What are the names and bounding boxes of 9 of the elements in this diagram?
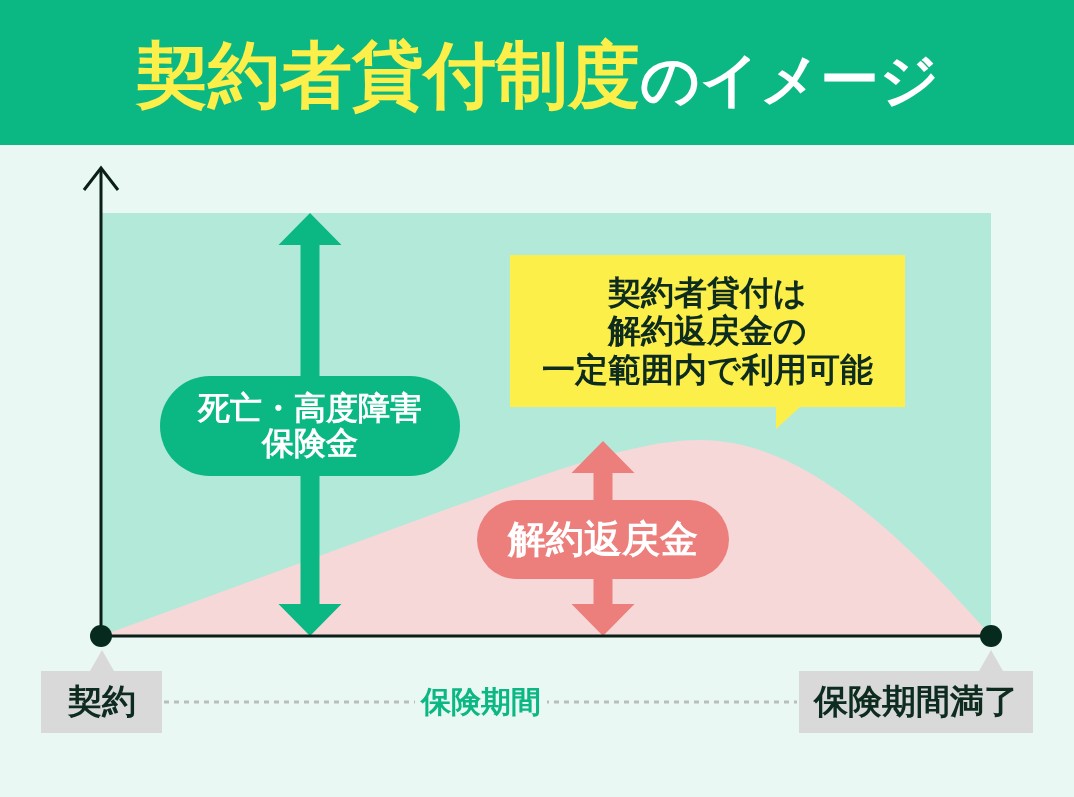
tag-label: 契約 xyxy=(67,683,136,721)
pill-label: 解約返戻金 xyxy=(508,518,698,561)
pill-label: 死亡・高度障害保険金 xyxy=(198,390,422,462)
tag-label: 保険期間満了 xyxy=(814,683,1018,721)
edge-label: 保険期間 xyxy=(414,684,547,720)
title: 契約者貸付制度のイメージ xyxy=(135,32,939,119)
callout-text: 契約者貸付は解約返戻金の一定範囲内で利用可能 xyxy=(542,273,873,389)
pointer-tag xyxy=(41,650,162,733)
pointer-tag xyxy=(799,650,1033,733)
